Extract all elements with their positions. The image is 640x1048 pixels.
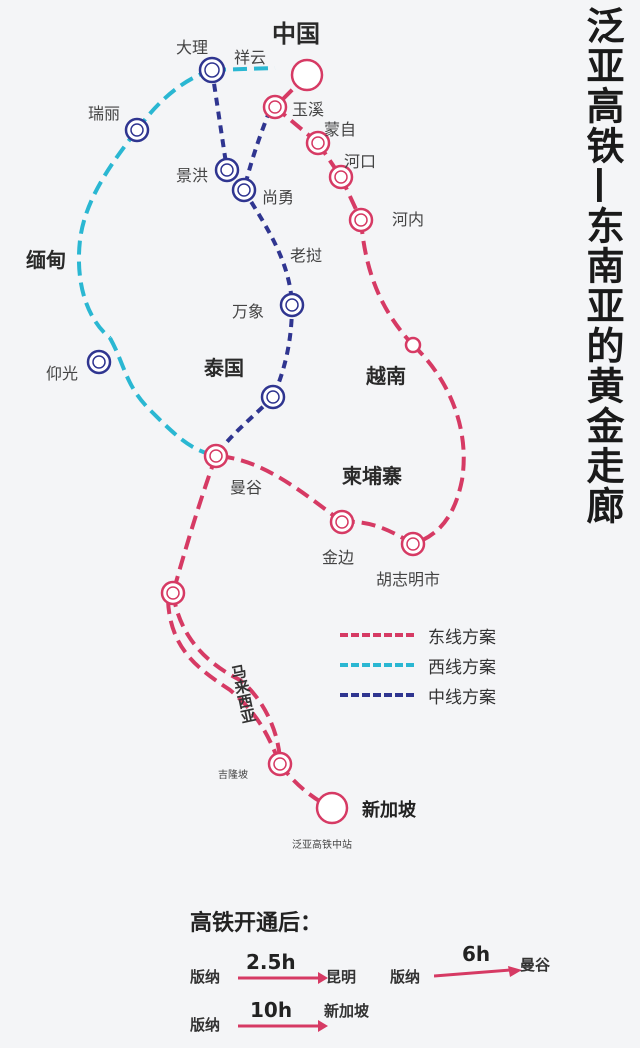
station-singapore — [315, 791, 349, 825]
legend-middle-swatch — [340, 693, 414, 697]
label-dali: 大理 — [176, 38, 209, 57]
legend-middle: 中线方案 — [340, 680, 496, 710]
trip-to: 昆明 — [326, 968, 357, 986]
country-thailand: 泰国 — [204, 356, 244, 380]
trip-duration: 10h — [250, 998, 293, 1022]
legend-west-label: 西线方案 — [428, 657, 496, 678]
label-shangyong: 尚勇 — [262, 188, 295, 207]
trip-to: 曼谷 — [520, 956, 551, 974]
trip-kunming: 版纳 2.5h 昆明 — [190, 950, 390, 990]
label-hcmc: 胡志明市 — [376, 570, 441, 589]
trip-from: 版纳 — [390, 968, 421, 986]
arrow-icon — [238, 972, 328, 984]
label-mengzi: 蒙自 — [324, 120, 357, 139]
label-bangkok: 曼谷 — [230, 478, 263, 497]
label-yangon: 仰光 — [46, 364, 79, 383]
label-singapore-sub: 泛亚高铁中站 — [292, 840, 352, 851]
country-myanmar: 缅甸 — [26, 248, 66, 272]
station-markers — [86, 56, 426, 825]
arrow-icon — [434, 966, 522, 978]
label-hanoi: 河内 — [392, 210, 425, 229]
arrow-icon — [238, 1020, 328, 1032]
label-hekou: 河口 — [344, 152, 377, 171]
trip-from: 版纳 — [190, 1016, 221, 1034]
legend-middle-label: 中线方案 — [428, 687, 496, 708]
station-vietnam-mid — [404, 336, 422, 354]
legend-west: 西线方案 — [340, 650, 496, 680]
country-vietnam: 越南 — [366, 364, 406, 388]
label-singapore: 新加坡 — [362, 800, 416, 821]
label-ruili: 瑞丽 — [88, 104, 121, 123]
legend-east: 东线方案 — [340, 620, 496, 650]
trip-from: 版纳 — [190, 968, 221, 986]
legend-east-label: 东线方案 — [428, 627, 496, 648]
map-title: 泛亚高铁—东南亚的黄金走廊 — [580, 6, 624, 526]
label-laos: 老挝 — [290, 246, 323, 265]
country-cambodia: 柬埔寨 — [342, 464, 402, 488]
after-title: 高铁开通后： — [190, 911, 323, 936]
trip-singapore: 版纳 10h 新加坡 — [190, 998, 410, 1038]
country-china: 中国 — [272, 20, 320, 48]
trip-duration: 2.5h — [246, 950, 296, 974]
station-china-kunming — [290, 58, 324, 92]
label-phnompenh: 金边 — [322, 548, 355, 567]
west-line — [77, 66, 276, 458]
label-jinghong: 景洪 — [176, 166, 209, 185]
legend-west-swatch — [340, 663, 414, 667]
trip-bangkok: 版纳 6h 曼谷 — [390, 942, 590, 986]
label-yuxi: 玉溪 — [292, 100, 325, 119]
label-kl: 吉隆坡 — [218, 770, 248, 781]
trip-duration: 6h — [462, 942, 491, 966]
label-vientiane: 万象 — [232, 302, 265, 321]
trip-to: 新加坡 — [324, 1002, 370, 1020]
legend-east-swatch — [340, 633, 414, 637]
label-xiangyun: 祥云 — [234, 48, 267, 67]
